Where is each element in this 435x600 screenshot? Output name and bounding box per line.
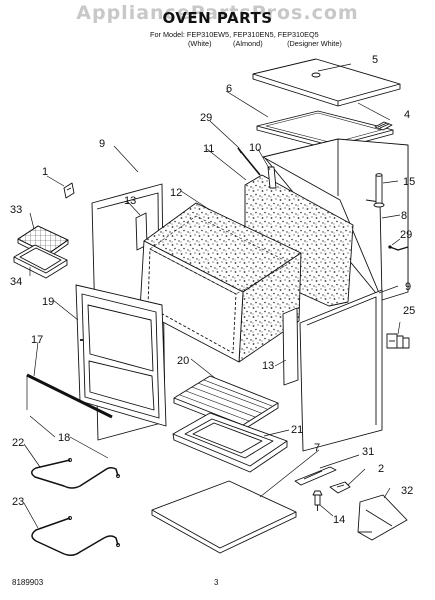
callout-9-left[interactable]: 9 bbox=[99, 138, 105, 150]
variant-designer-white: (Designer White) bbox=[287, 39, 342, 48]
callout-18[interactable]: 18 bbox=[58, 432, 70, 444]
bracket-bar-part bbox=[294, 466, 337, 486]
screw-part bbox=[312, 490, 323, 511]
callout-7[interactable]: 7 bbox=[314, 442, 320, 454]
callout-4[interactable]: 4 bbox=[404, 109, 410, 121]
oven-rack-part bbox=[173, 375, 279, 431]
small-clip-part bbox=[63, 182, 75, 199]
wire-rod-part bbox=[237, 147, 261, 176]
page-title: OVEN PARTS bbox=[162, 9, 273, 27]
callout-12[interactable]: 12 bbox=[170, 187, 182, 199]
right-side-panel-part bbox=[299, 289, 383, 452]
broil-pan-part bbox=[172, 412, 288, 473]
document-code: 8189903 bbox=[12, 578, 44, 587]
model-numbers: For Model: FEP310EW5, FEP310EN5, FEP310E… bbox=[150, 30, 319, 39]
callout-33[interactable]: 33 bbox=[10, 204, 22, 216]
watermark: AppliancePartsPros.com bbox=[76, 2, 359, 24]
broiler-pan-part bbox=[13, 244, 68, 279]
rear-strip-part bbox=[267, 166, 277, 189]
callout-32[interactable]: 32 bbox=[401, 485, 413, 497]
part-callouts: 1 2 4 5 6 7 8 9 9 10 11 12 13 13 14 15 1… bbox=[10, 54, 415, 526]
color-variants: (White) (Almond) (Designer White) bbox=[188, 39, 342, 48]
clip-part bbox=[329, 481, 351, 494]
bottom-panel-part bbox=[151, 480, 297, 554]
callout-1[interactable]: 1 bbox=[42, 166, 48, 178]
oven-cavity-part bbox=[139, 202, 302, 363]
callout-17[interactable]: 17 bbox=[31, 334, 43, 346]
callout-14[interactable]: 14 bbox=[333, 514, 345, 526]
terminal-block-part bbox=[386, 333, 410, 349]
callout-6[interactable]: 6 bbox=[226, 83, 232, 95]
leader-lines bbox=[23, 63, 401, 529]
callout-13-left[interactable]: 13 bbox=[124, 195, 136, 207]
callout-19[interactable]: 19 bbox=[42, 296, 54, 308]
right-bracket-part bbox=[282, 307, 299, 386]
callout-25[interactable]: 25 bbox=[403, 305, 415, 317]
anti-tip-bracket-part bbox=[357, 494, 408, 541]
wire-part bbox=[388, 245, 409, 251]
callout-31[interactable]: 31 bbox=[362, 446, 374, 458]
broil-element-part bbox=[31, 516, 120, 556]
callout-22[interactable]: 22 bbox=[12, 437, 24, 449]
vent-tube-part bbox=[373, 173, 385, 208]
top-panel-part bbox=[252, 58, 401, 107]
variant-white: (White) bbox=[188, 39, 212, 48]
callout-29-top[interactable]: 29 bbox=[200, 112, 212, 124]
front-frame-part bbox=[75, 284, 167, 427]
page-number: 3 bbox=[214, 578, 219, 587]
vent-part bbox=[374, 121, 393, 131]
callout-2[interactable]: 2 bbox=[378, 463, 384, 475]
callout-11[interactable]: 11 bbox=[203, 143, 214, 155]
callout-23[interactable]: 23 bbox=[12, 496, 24, 508]
callout-5[interactable]: 5 bbox=[372, 54, 378, 66]
callout-29-right[interactable]: 29 bbox=[400, 229, 412, 241]
callout-13-right[interactable]: 13 bbox=[262, 360, 274, 372]
bake-element-part bbox=[31, 458, 120, 489]
gasket-strip-part bbox=[26, 373, 113, 419]
callout-8[interactable]: 8 bbox=[401, 210, 407, 222]
callout-10[interactable]: 10 bbox=[249, 142, 261, 154]
callout-20[interactable]: 20 bbox=[177, 355, 189, 367]
callout-15[interactable]: 15 bbox=[403, 176, 415, 188]
callout-34[interactable]: 34 bbox=[10, 276, 22, 288]
callout-21[interactable]: 21 bbox=[291, 424, 303, 436]
callout-9-right[interactable]: 9 bbox=[405, 281, 411, 293]
variant-almond: (Almond) bbox=[233, 39, 263, 48]
